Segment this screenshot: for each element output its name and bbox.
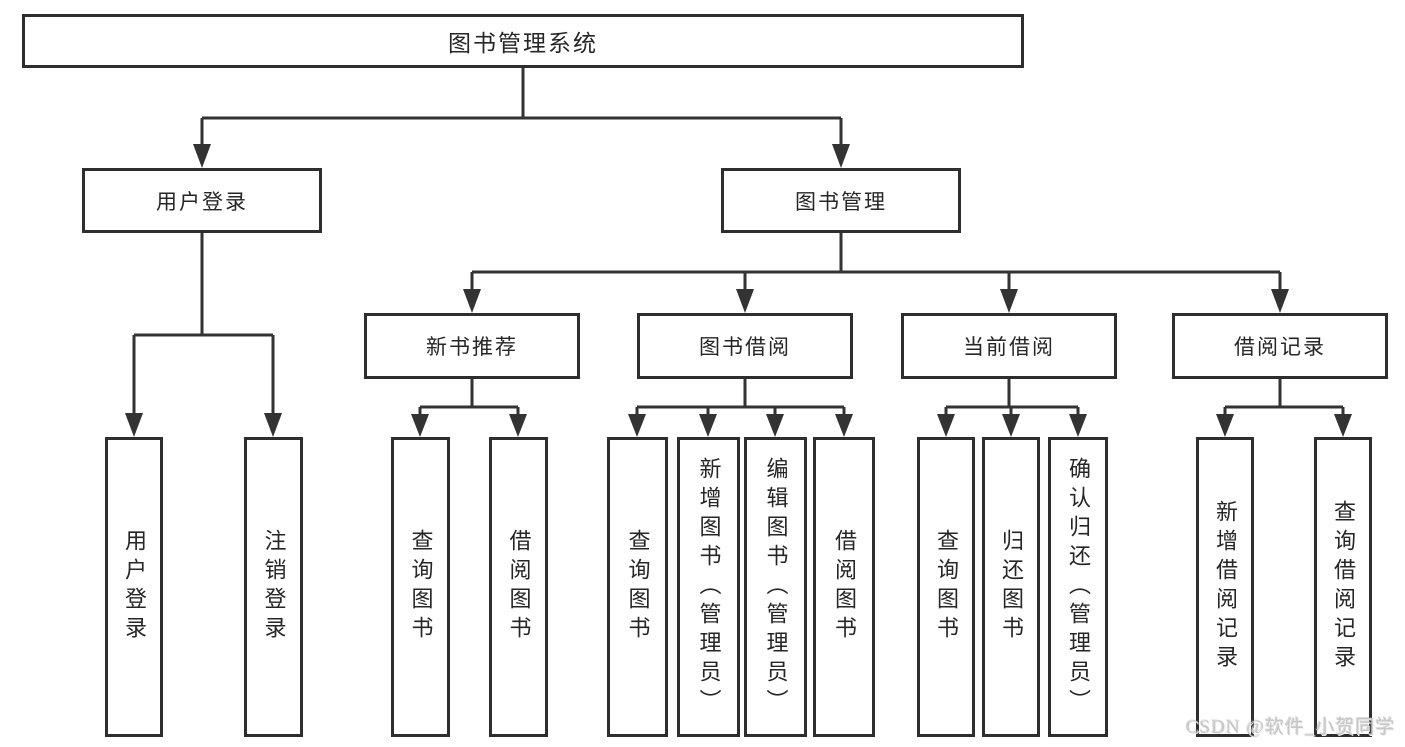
leaf-borrow-query-books: 查询图书 [607,437,668,737]
node-root-label: 图书管理系统 [448,31,598,56]
leaf-recommend-query-books-label: 查询图书 [408,529,434,645]
node-root: 图书管理系统 [22,14,1024,68]
leaf-add-borrow-record: 新增借阅记录 [1196,437,1254,737]
leaf-recommend-borrow-books: 借阅图书 [489,437,548,737]
leaf-return-books: 归还图书 [982,437,1040,737]
node-book-borrow-label: 图书借阅 [699,335,791,359]
edge-user-login-children [125,233,282,437]
edge-book-borrow-children [628,379,853,437]
node-new-book-recommend: 新书推荐 [364,313,580,379]
node-borrow-records: 借阅记录 [1172,313,1388,379]
edge-book-mgmt-groups [463,233,1289,313]
node-borrow-records-label: 借阅记录 [1234,335,1326,359]
leaf-add-borrow-record-label: 新增借阅记录 [1213,500,1238,674]
leaf-borrow-books: 借阅图书 [813,437,875,737]
node-current-borrow: 当前借阅 [901,313,1117,379]
node-new-book-recommend-label: 新书推荐 [426,335,518,359]
leaf-recommend-query-books: 查询图书 [391,437,450,737]
edge-new-book-recommend-children [411,379,527,437]
edge-root-to-level2 [193,67,850,168]
leaf-query-borrow-record-label: 查询借阅记录 [1331,500,1356,674]
leaf-return-books-label: 归还图书 [999,529,1024,645]
leaf-recommend-borrow-books-label: 借阅图书 [506,529,532,645]
watermark: CSDN @软件_小贺同学 [1186,717,1396,738]
node-current-borrow-label: 当前借阅 [963,335,1055,359]
leaf-user-login: 用户登录 [105,437,163,737]
node-user-login: 用户登录 [82,168,322,233]
leaf-add-books-admin: 新增图书（管理员） [677,437,740,737]
leaf-current-query-books: 查询图书 [917,437,975,737]
leaf-edit-books-admin: 编辑图书（管理员） [744,437,807,737]
leaf-borrow-query-books-label: 查询图书 [625,529,651,645]
leaf-borrow-books-label: 借阅图书 [832,529,857,645]
node-book-mgmt: 图书管理 [721,168,961,233]
edge-borrow-records-children [1216,379,1352,437]
leaf-edit-books-admin-label: 编辑图书（管理员） [763,456,789,718]
node-book-mgmt-label: 图书管理 [795,189,887,214]
leaf-query-borrow-record: 查询借阅记录 [1314,437,1372,737]
leaf-logout: 注销登录 [244,437,303,737]
leaf-confirm-return-admin: 确认归还（管理员） [1048,437,1108,737]
edge-current-borrow-children [937,379,1087,437]
leaf-current-query-books-label: 查询图书 [934,529,959,645]
leaf-add-books-admin-label: 新增图书（管理员） [696,456,722,718]
node-user-login-label: 用户登录 [156,189,248,214]
node-book-borrow: 图书借阅 [637,313,853,379]
leaf-logout-label: 注销登录 [261,529,287,645]
leaf-confirm-return-admin-label: 确认归还（管理员） [1066,456,1091,718]
leaf-user-login-label: 用户登录 [122,529,147,645]
